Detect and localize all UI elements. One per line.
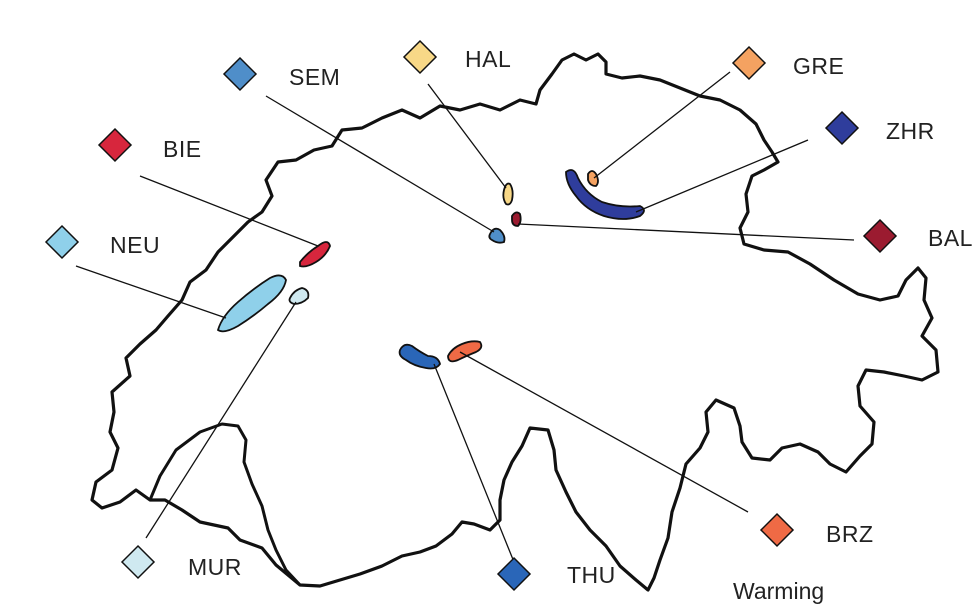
footer-caption-text: Warming — [733, 578, 825, 604]
legend-markers — [44, 39, 898, 592]
label-neu: NEU — [110, 232, 161, 258]
marker-thu[interactable] — [496, 556, 532, 592]
lake-neu[interactable] — [216, 274, 287, 333]
marker-zhr[interactable] — [824, 110, 860, 146]
lake-hal[interactable] — [502, 182, 514, 206]
lake-zhr[interactable] — [565, 169, 645, 220]
label-mur: MUR — [188, 554, 242, 580]
marker-bal[interactable] — [862, 218, 898, 254]
marker-brz[interactable] — [759, 512, 795, 548]
marker-neu[interactable] — [44, 224, 80, 260]
leader-line-bie — [139, 175, 319, 247]
leader-line-mur — [145, 301, 297, 539]
marker-mur[interactable] — [120, 544, 156, 580]
leader-line-neu — [75, 265, 227, 319]
marker-hal[interactable] — [402, 39, 438, 75]
lakes-group — [216, 169, 645, 370]
leader-lines — [75, 71, 855, 563]
interior-border — [148, 422, 302, 587]
label-thu: THU — [567, 562, 616, 588]
label-bal: BAL — [928, 225, 973, 251]
label-sem: SEM — [289, 64, 341, 90]
lake-bie[interactable] — [299, 241, 331, 268]
label-zhr: ZHR — [886, 118, 935, 144]
lake-brz[interactable] — [447, 340, 483, 363]
leader-line-bal — [517, 223, 855, 241]
label-bie: BIE — [163, 136, 202, 162]
leader-line-gre — [593, 71, 731, 179]
leader-line-zhr — [635, 139, 809, 213]
lake-bal[interactable] — [511, 211, 522, 227]
marker-bie[interactable] — [97, 127, 133, 163]
leader-line-thu — [433, 363, 515, 563]
lake-thu[interactable] — [398, 343, 441, 370]
lake-gre[interactable] — [587, 170, 599, 187]
label-gre: GRE — [793, 53, 845, 79]
leader-line-hal — [427, 83, 507, 189]
leader-line-sem — [265, 95, 495, 233]
country-outline — [90, 52, 940, 592]
lake-mur[interactable] — [288, 287, 310, 305]
label-brz: BRZ — [826, 521, 874, 547]
marker-gre[interactable] — [731, 45, 767, 81]
label-hal: HAL — [465, 46, 512, 72]
leader-line-brz — [459, 351, 749, 513]
marker-sem[interactable] — [222, 56, 258, 92]
